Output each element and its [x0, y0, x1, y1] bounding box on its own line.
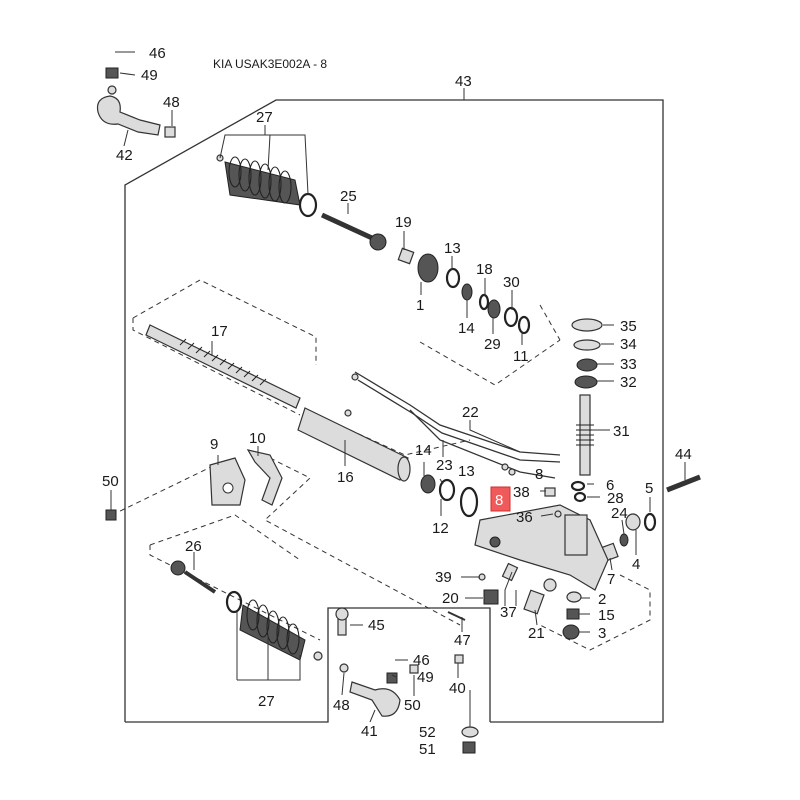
callout-1[interactable]: 1: [416, 297, 424, 314]
callout-47[interactable]: 47: [454, 632, 471, 649]
leader-lines: [110, 51, 686, 723]
callout-31[interactable]: 31: [613, 423, 630, 440]
callout-12[interactable]: 12: [432, 520, 449, 537]
callout-43[interactable]: 43: [455, 73, 472, 90]
callout-10[interactable]: 10: [249, 430, 266, 447]
callout-29[interactable]: 29: [484, 336, 501, 353]
callout-8-upper[interactable]: 8: [535, 466, 543, 483]
callout-6[interactable]: 6: [606, 477, 614, 494]
callout-8-highlighted[interactable]: 8: [495, 492, 503, 509]
callout-11[interactable]: 11: [513, 348, 529, 365]
callout-3[interactable]: 3: [598, 625, 606, 642]
inner-tie-rod-bottom: [170, 560, 217, 594]
valve-small-parts: [570, 474, 701, 562]
seals-group: [397, 247, 531, 335]
rack-bar: [145, 324, 301, 409]
bellows-boot-top: [216, 154, 318, 218]
inner-tie-rod-top: [320, 212, 387, 251]
callout-30[interactable]: 30: [503, 274, 520, 291]
callout-25[interactable]: 25: [340, 188, 357, 205]
highlighted-part-8[interactable]: 8: [490, 486, 511, 512]
callout-2[interactable]: 2: [598, 591, 606, 608]
callout-35[interactable]: 35: [620, 318, 637, 335]
callout-9[interactable]: 9: [210, 436, 218, 453]
callout-37[interactable]: 37: [500, 604, 517, 621]
callout-36[interactable]: 36: [516, 509, 533, 526]
callout-38[interactable]: 38: [513, 484, 530, 501]
assembly-frame: [124, 88, 664, 723]
callout-27-top[interactable]: 27: [256, 109, 273, 126]
callout-15[interactable]: 15: [598, 607, 615, 624]
callout-32[interactable]: 32: [620, 374, 637, 391]
callout-48[interactable]: 48: [163, 94, 180, 111]
callout-50-bottom[interactable]: 50: [404, 697, 421, 714]
callout-23[interactable]: 23: [436, 457, 453, 474]
callout-51[interactable]: 51: [419, 741, 436, 758]
callout-44[interactable]: 44: [675, 446, 692, 463]
callout-21[interactable]: 21: [528, 625, 545, 642]
callout-24[interactable]: 24: [611, 505, 628, 522]
callout-5[interactable]: 5: [645, 480, 653, 497]
callout-17[interactable]: 17: [211, 323, 228, 340]
diagram-title: KIA USAK3E002A - 8: [213, 57, 327, 71]
tie-rod-end-left: [96, 67, 176, 138]
callout-22[interactable]: 22: [462, 404, 479, 421]
callout-27-bottom[interactable]: 27: [258, 693, 275, 710]
callout-41[interactable]: 41: [361, 723, 378, 740]
lower-fittings: [478, 487, 582, 640]
callout-14-top[interactable]: 14: [458, 320, 475, 337]
callout-48-bottom[interactable]: 48: [333, 697, 350, 714]
callout-49[interactable]: 49: [141, 67, 158, 84]
callout-4[interactable]: 4: [632, 556, 640, 573]
callout-50-left[interactable]: 50: [102, 473, 119, 490]
callout-13-mid[interactable]: 13: [458, 463, 475, 480]
callout-46[interactable]: 46: [149, 45, 166, 62]
valve-housing: [474, 504, 609, 592]
o-rings-middle: [420, 474, 479, 518]
callout-52[interactable]: 52: [419, 724, 436, 741]
callout-49-bottom[interactable]: 49: [417, 669, 434, 686]
misc-small-parts: [105, 373, 516, 521]
clamp-bracket: [209, 449, 283, 506]
nut-icon: [105, 67, 119, 79]
callout-16[interactable]: 16: [337, 469, 354, 486]
bottom-nuts: [461, 690, 479, 754]
tie-rod-end-bottom: [335, 607, 466, 717]
callout-26[interactable]: 26: [185, 538, 202, 555]
callout-42[interactable]: 42: [116, 147, 133, 164]
callout-45[interactable]: 45: [368, 617, 385, 634]
bellows-boot-bottom: [225, 590, 323, 661]
pinion-stack: [571, 318, 603, 476]
callout-39[interactable]: 39: [435, 569, 452, 586]
callout-20[interactable]: 20: [442, 590, 459, 607]
callout-18[interactable]: 18: [476, 261, 493, 278]
fluid-pipes: [354, 371, 561, 479]
callout-40[interactable]: 40: [449, 680, 466, 697]
callout-labels: 46 49 48 42 43 27 25 19 13 18 30 1 14 29…: [102, 45, 692, 758]
callout-14-mid[interactable]: 14: [415, 442, 432, 459]
rack-housing: [297, 407, 411, 482]
callout-7[interactable]: 7: [607, 571, 615, 588]
callout-19[interactable]: 19: [395, 214, 412, 231]
callout-28[interactable]: 28: [607, 490, 624, 507]
callout-34[interactable]: 34: [620, 336, 637, 353]
callout-13-top[interactable]: 13: [444, 240, 461, 257]
callout-46-bottom[interactable]: 46: [413, 652, 430, 669]
callout-33[interactable]: 33: [620, 356, 637, 373]
